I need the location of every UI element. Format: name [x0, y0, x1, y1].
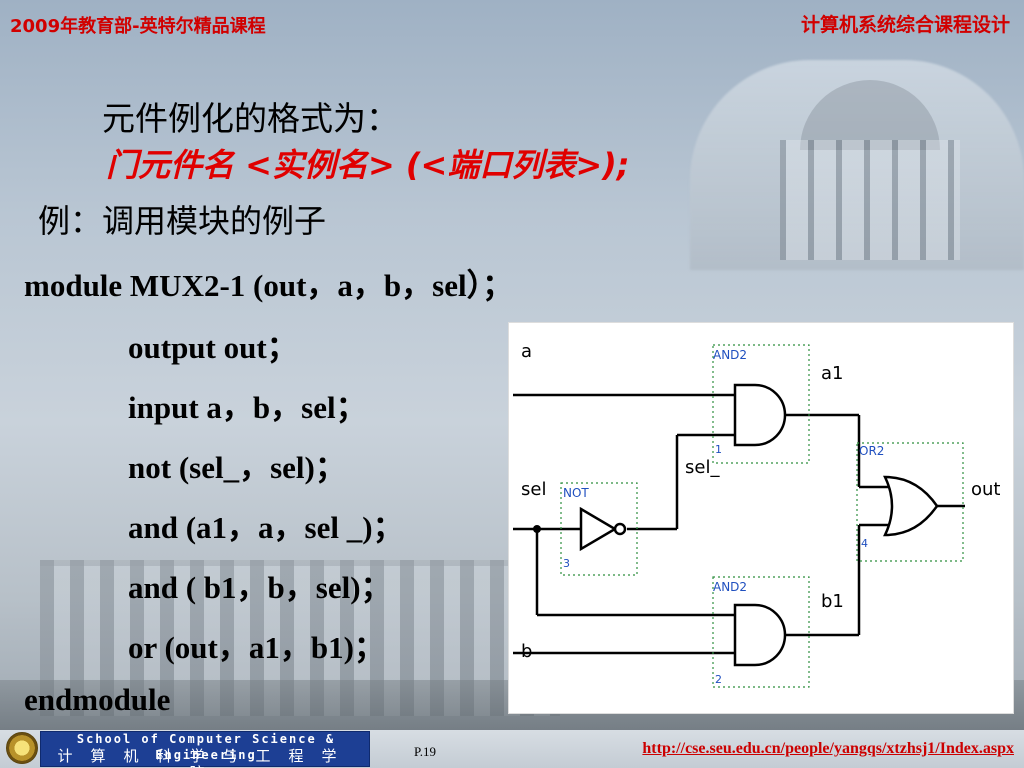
code-line-endmodule: endmodule [24, 682, 171, 717]
and-gate-bottom [733, 603, 787, 667]
pin-1: 1 [715, 443, 722, 456]
pin-2: 2 [715, 673, 722, 686]
label-out: out [971, 479, 1000, 500]
code-line-and-b1: and ( b1，b，sel)； [128, 570, 392, 605]
component-boxes [560, 344, 964, 688]
label-sel-bar: sel_ [685, 457, 720, 478]
box-and-bottom [712, 576, 810, 688]
wires [513, 393, 965, 655]
label-not: NOT [563, 486, 589, 500]
code-line-and-a1: and (a1，a，sel _)； [128, 510, 404, 545]
background-building-top [690, 60, 1024, 270]
circuit-svg: a sel b sel_ a1 b1 out AND2 AND2 OR2 NOT… [513, 341, 1000, 688]
label-a: a [521, 341, 532, 362]
not-gate [579, 506, 618, 552]
label-and-bottom: AND2 [713, 580, 747, 594]
university-seal-icon [6, 732, 38, 764]
school-name-english: School of Computer Science & Engineering [76, 732, 336, 762]
or-gate [883, 475, 939, 537]
code-line-or: or (out，a1，b1)； [128, 630, 385, 665]
slide-title: 元件例化的格式为： [102, 99, 399, 138]
box-not [560, 482, 638, 576]
code-line-not: not (sel_，sel)； [128, 450, 346, 485]
box-and-top [712, 344, 810, 464]
code-line-input: input a，b，sel； [128, 390, 367, 425]
mux-circuit-diagram: a sel b sel_ a1 b1 out AND2 AND2 OR2 NOT… [508, 322, 1014, 714]
background-columns [780, 140, 960, 260]
label-sel: sel [521, 479, 546, 500]
page-number: P.19 [414, 744, 437, 759]
pin-4: 4 [861, 537, 868, 550]
header-course-label: 2009年教育部-英特尔精品课程 [10, 16, 266, 37]
instantiation-format: 门元件名 <实例名> (<端口列表>); [106, 146, 630, 184]
label-b1: b1 [821, 591, 844, 612]
school-name-chinese: 计算机科学与工程学院 [57, 747, 355, 768]
not-bubble [613, 522, 627, 536]
example-heading: 例：调用模块的例子 [38, 202, 327, 240]
header-course-title: 计算机系统综合课程设计 [800, 14, 1010, 36]
code-line-output: output out； [128, 330, 298, 365]
code-line-module: module MUX2-1 (out，a，b，sel）； [24, 268, 514, 303]
label-and-top: AND2 [713, 348, 747, 362]
junction-dot [533, 525, 541, 533]
and-gate-top [733, 383, 787, 447]
label-or: OR2 [859, 444, 884, 458]
pin-3: 3 [563, 557, 570, 570]
box-or [856, 442, 964, 562]
course-url-link[interactable]: http://cse.seu.edu.cn/people/yangqs/xtzh… [642, 740, 1014, 757]
label-a1: a1 [821, 363, 843, 384]
school-banner [40, 731, 370, 767]
label-b: b [521, 641, 532, 662]
